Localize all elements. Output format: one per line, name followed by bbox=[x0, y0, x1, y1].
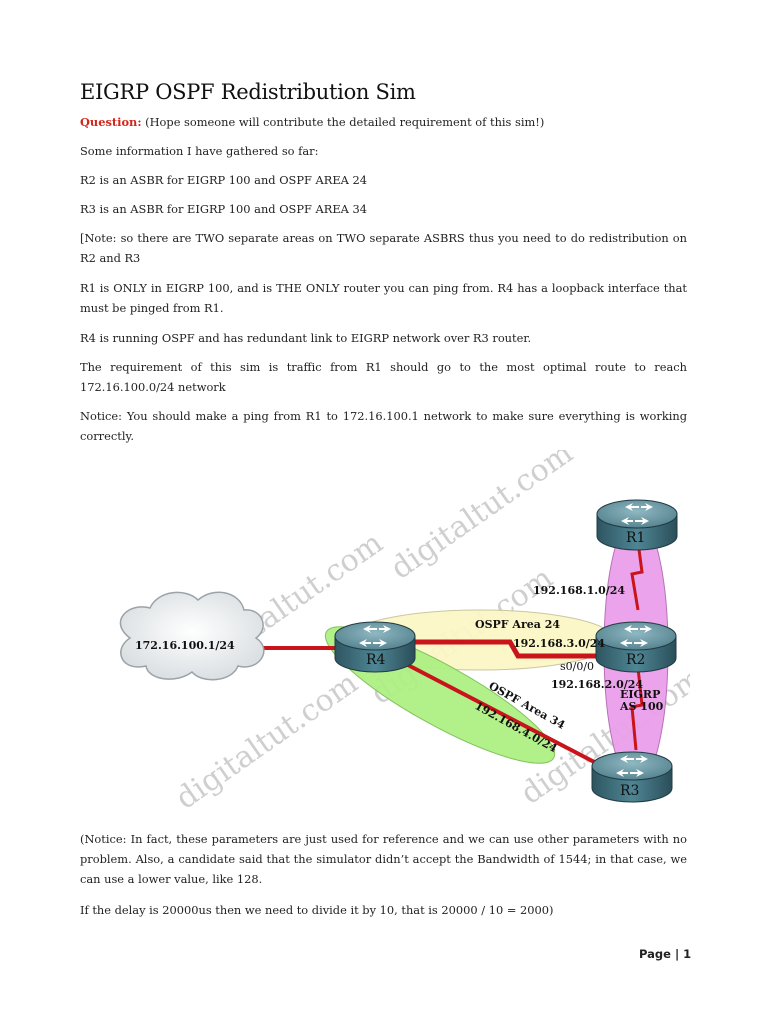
network-label-r2-r3: 192.168.2.0/24 bbox=[551, 678, 643, 691]
page-separator: | bbox=[674, 947, 680, 961]
watermark-text: digitaltut.com bbox=[170, 665, 365, 816]
paragraph-r1-ping: R1 is ONLY in EIGRP 100, and is THE ONLY… bbox=[80, 281, 687, 315]
watermark-text: digitaltut.com bbox=[385, 450, 580, 587]
page-title: EIGRP OSPF Redistribution Sim bbox=[80, 80, 416, 104]
question-text: (Hope someone will contribute the detail… bbox=[141, 115, 545, 129]
interface-label: s0/0/0 bbox=[560, 660, 594, 673]
network-label-r1-r2: 192.168.1.0/24 bbox=[533, 584, 625, 597]
paragraph-notice-ping: Notice: You should make a ping from R1 t… bbox=[80, 409, 687, 443]
eigrp-as-label: AS 100 bbox=[619, 700, 664, 713]
paragraph-r2-asbr: R2 is an ASBR for EIGRP 100 and OSPF ARE… bbox=[80, 173, 368, 187]
router-label-r3: R3 bbox=[620, 783, 639, 799]
router-label-r2: R2 bbox=[626, 652, 645, 668]
page-footer: Page | 1 bbox=[639, 947, 691, 961]
paragraph-info-intro: Some information I have gathered so far: bbox=[80, 144, 319, 158]
paragraph-delay-note: If the delay is 20000us then we need to … bbox=[80, 903, 554, 917]
link-r4-r3 bbox=[405, 662, 601, 767]
cloud-network-label: 172.16.100.1/24 bbox=[135, 639, 235, 652]
eigrp-label: EIGRP bbox=[620, 688, 660, 701]
paragraph-r3-asbr: R3 is an ASBR for EIGRP 100 and OSPF ARE… bbox=[80, 202, 368, 216]
link-r2-r3 bbox=[630, 667, 644, 751]
network-topology-diagram: digitaltut.com digitaltut.com digitaltut… bbox=[119, 450, 690, 817]
question-paragraph: Question: (Hope someone will contribute … bbox=[80, 112, 687, 132]
link-r1-r2 bbox=[630, 541, 644, 611]
page-number: 1 bbox=[683, 947, 692, 961]
page-label: Page bbox=[639, 947, 671, 961]
link-r4-r2 bbox=[412, 639, 602, 659]
paragraph-parameters-notice: (Notice: In fact, these parameters are j… bbox=[80, 832, 687, 886]
cloud-icon bbox=[119, 591, 265, 681]
router-label-r1: R1 bbox=[626, 530, 645, 546]
router-label-r4: R4 bbox=[366, 652, 386, 668]
paragraph-note-areas: [Note: so there are TWO separate areas o… bbox=[80, 231, 687, 265]
question-label: Question: bbox=[80, 115, 142, 129]
network-label-r4-r2: 192.168.3.0/24 bbox=[513, 637, 605, 650]
paragraph-r4-ospf: R4 is running OSPF and has redundant lin… bbox=[80, 331, 532, 345]
paragraph-requirement: The requirement of this sim is traffic f… bbox=[80, 360, 687, 394]
area-24-label: OSPF Area 24 bbox=[475, 618, 560, 631]
